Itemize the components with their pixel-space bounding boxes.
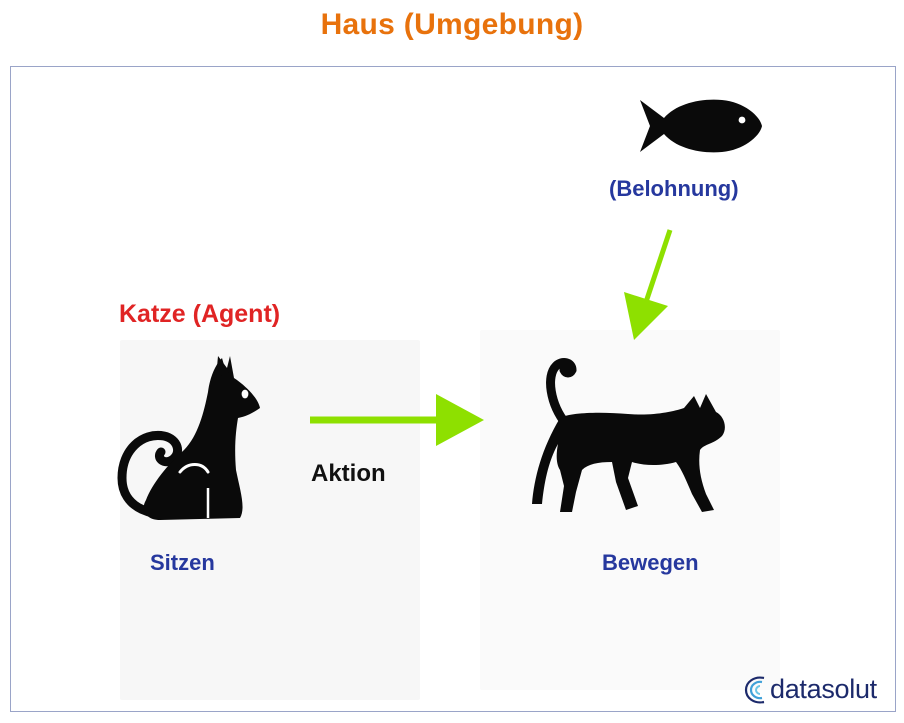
background-panel (480, 330, 780, 690)
cat-sitting-icon (117, 356, 260, 520)
reward-label: (Belohnung) (609, 176, 739, 201)
diagram-title: Haus (Umgebung) (320, 8, 584, 41)
action-arrow (310, 394, 484, 446)
background-panel (120, 340, 420, 700)
action-label: Aktion (311, 460, 386, 487)
agent-label: Katze (Agent) (119, 300, 281, 328)
cat-walking-icon (532, 358, 725, 512)
state-move-label: Bewegen (602, 550, 699, 575)
brand-name: datasolut (770, 673, 877, 704)
fish-icon (640, 99, 762, 153)
state-sit-label: Sitzen (150, 550, 215, 575)
brand-logo: datasolut (740, 672, 877, 706)
datasolut-logo-icon (744, 676, 765, 704)
reward-arrow (624, 229, 673, 340)
